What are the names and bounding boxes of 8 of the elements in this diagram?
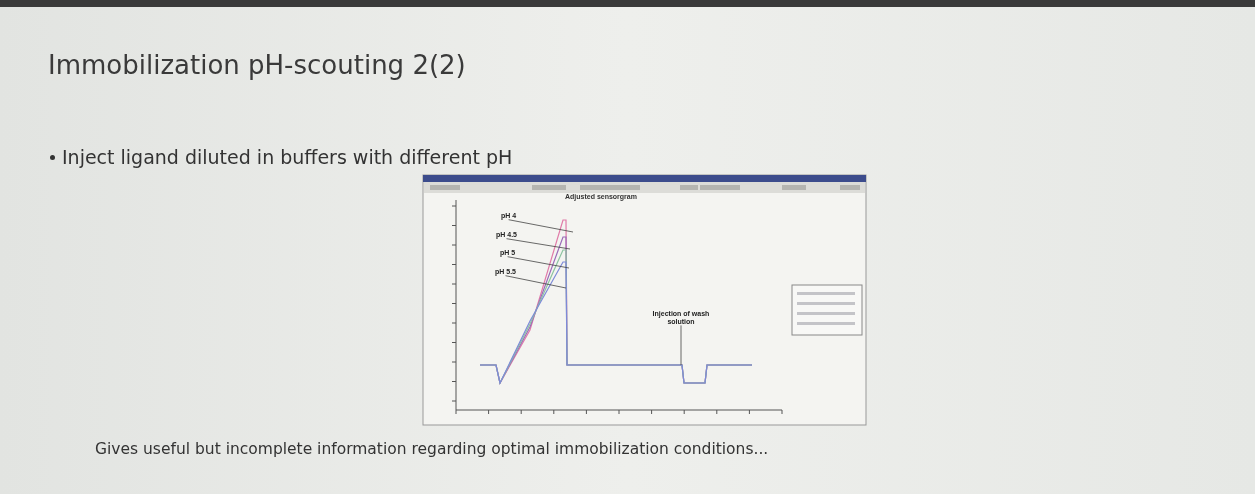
- bullet-text: Inject ligand diluted in buffers with different pH: [62, 146, 513, 168]
- leader-line: [507, 256, 570, 269]
- slide-title: Immobilization pH-scouting 2(2): [48, 50, 466, 80]
- leader-line: [680, 325, 682, 366]
- leader-line: [505, 275, 567, 289]
- leader-line: [506, 238, 571, 250]
- leader-line: [508, 219, 574, 233]
- conclusion-text: Gives useful but incomplete information regarding optimal immobilization conditions...: [95, 440, 769, 458]
